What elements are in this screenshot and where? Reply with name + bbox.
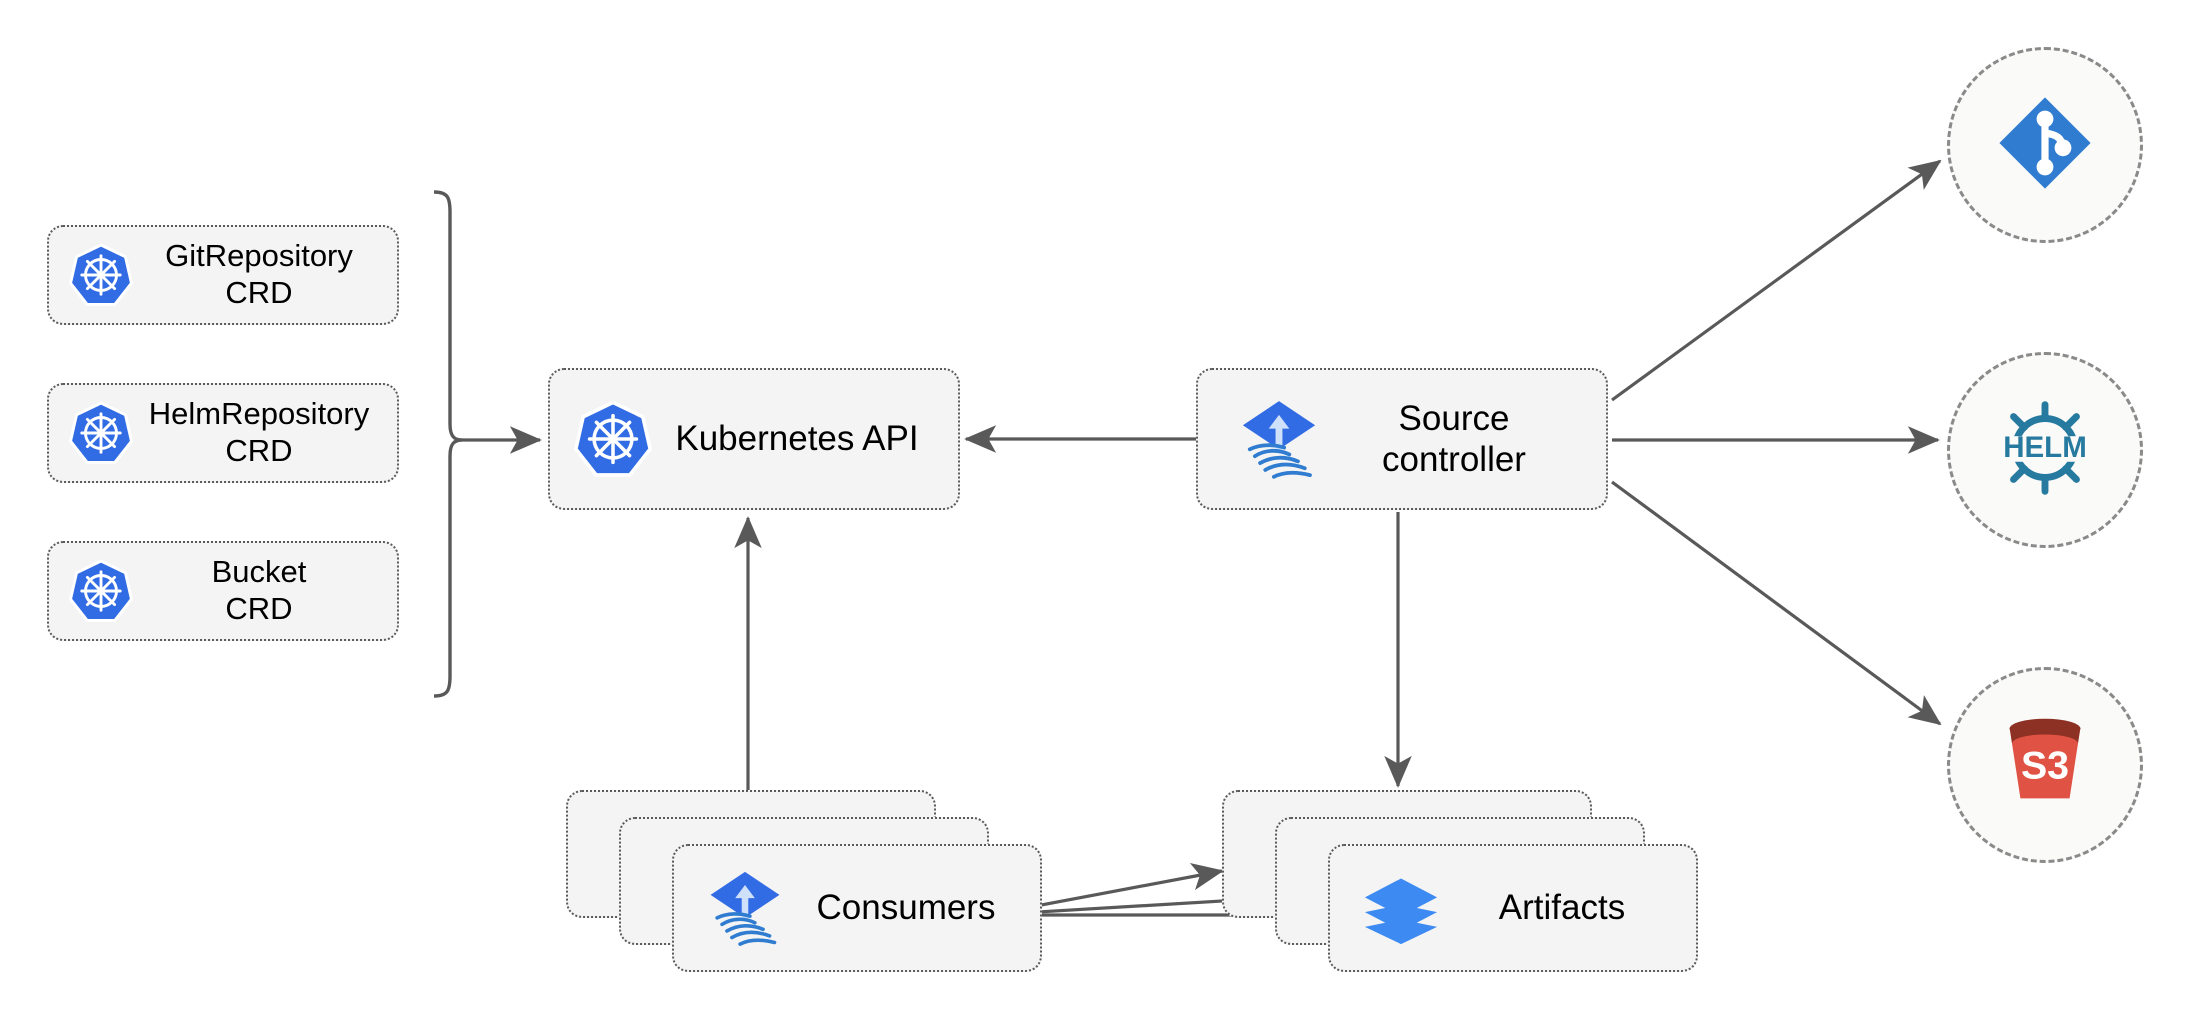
node-label: Consumers [816, 888, 996, 927]
flux-icon [704, 867, 786, 949]
kubernetes-icon [69, 401, 133, 465]
layers-icon [1360, 867, 1442, 949]
crd-box-bucket[interactable]: Bucket CRD [47, 541, 399, 641]
crd-label: HelmRepository CRD [148, 396, 370, 468]
consumers-stack-sheet-front[interactable]: Consumers [672, 844, 1042, 972]
node-consumers[interactable]: Consumers [566, 790, 1046, 976]
source-circle-helm[interactable]: HELM [1947, 352, 2143, 548]
node-source-controller[interactable]: Source controller [1196, 368, 1608, 510]
arrow-source-to-s3 [1611, 480, 1942, 726]
arrow-source-to-git [1611, 159, 1942, 402]
s3-icon: S3 [1986, 704, 2104, 827]
node-artifacts[interactable]: Artifacts [1222, 790, 1702, 976]
crd-box-gitrepository[interactable]: GitRepository CRD [47, 225, 399, 325]
helm-icon: HELM [1986, 389, 2104, 512]
flux-icon [1236, 396, 1322, 482]
node-label: Artifacts [1498, 888, 1626, 927]
crd-label: Bucket CRD [211, 554, 307, 626]
kubernetes-icon [574, 400, 652, 478]
kubernetes-icon [69, 243, 133, 307]
node-label: Kubernetes API [675, 419, 919, 459]
crd-label: GitRepository CRD [165, 238, 353, 310]
crd-box-helmrepository[interactable]: HelmRepository CRD [47, 383, 399, 483]
crd-group-bracket [433, 190, 463, 698]
artifacts-stack-sheet-front[interactable]: Artifacts [1328, 844, 1698, 972]
node-label: Source controller [1382, 398, 1526, 479]
source-circle-s3[interactable]: S3 [1947, 667, 2143, 863]
kubernetes-icon [69, 559, 133, 623]
s3-wordmark: S3 [2021, 743, 2069, 787]
source-circle-git[interactable] [1947, 47, 2143, 243]
node-kubernetes-api[interactable]: Kubernetes API [548, 368, 960, 510]
helm-wordmark: HELM [2003, 430, 2087, 463]
git-icon [1985, 83, 2105, 208]
